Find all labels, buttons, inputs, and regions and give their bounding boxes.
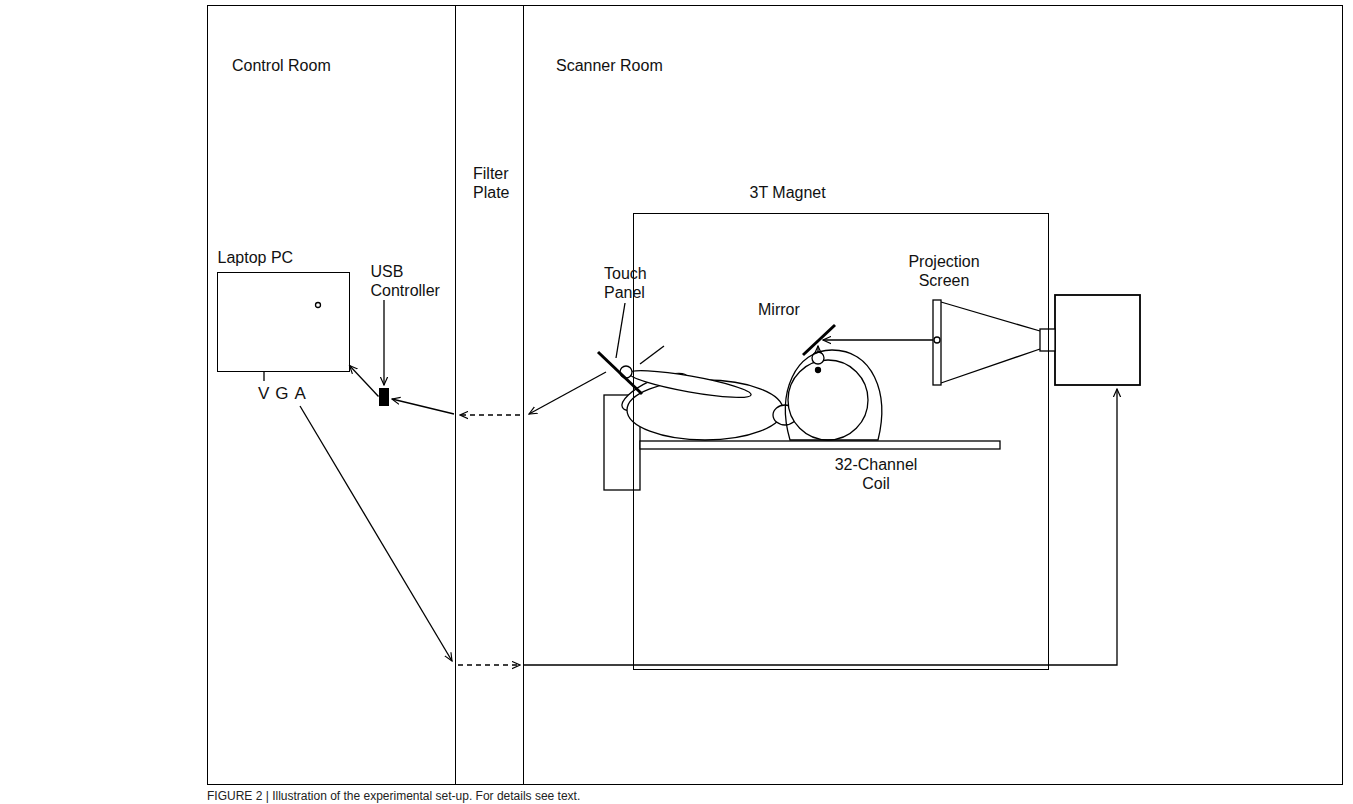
pointer-arrow xyxy=(383,300,384,385)
vga-arrow xyxy=(300,406,452,661)
node-label: Filter Plate xyxy=(473,164,519,202)
part-label: VGA xyxy=(258,384,312,403)
node-label: 3T Magnet xyxy=(750,183,826,202)
vga-dashed-arrow xyxy=(458,664,520,665)
touch-panel-stand xyxy=(640,346,664,364)
laptop-box: Laptop PC xyxy=(217,272,350,372)
signal-arrow xyxy=(392,399,454,414)
projection-cone xyxy=(941,302,1040,331)
signal-dashed-arrow xyxy=(460,414,520,415)
part-label: 32-Channel Coil xyxy=(830,455,922,493)
head xyxy=(788,360,868,440)
part-label: Touch Panel xyxy=(604,264,660,302)
room-region: Control RoomLaptop PC USB Controller xyxy=(207,5,456,785)
leader-line xyxy=(616,303,625,358)
signal-arrow xyxy=(529,372,606,414)
part-label: Projection Screen xyxy=(900,252,988,290)
laptop-indicator xyxy=(316,303,321,308)
eye xyxy=(816,368,821,373)
scanner-table xyxy=(640,441,1000,449)
usb-controller-box: USB Controller xyxy=(379,388,389,406)
projection-screen xyxy=(933,300,941,385)
node-label: Control Room xyxy=(232,56,331,75)
node-label: Laptop PC xyxy=(218,248,294,267)
projector xyxy=(1055,295,1140,385)
arm xyxy=(628,365,753,402)
figure-caption: FIGURE 2 | Illustration of the experimen… xyxy=(207,789,580,803)
node-label: USB Controller xyxy=(371,262,461,300)
head-coil xyxy=(786,350,882,440)
projection-cone xyxy=(941,349,1040,383)
light-path xyxy=(823,339,933,340)
connector-arrow xyxy=(350,366,379,397)
projector-lens xyxy=(1040,329,1055,351)
node-label: Scanner Room xyxy=(556,56,663,75)
magnet-box: 3T Magnet xyxy=(633,213,1049,670)
room-region: Scanner Room 3T Magnet xyxy=(523,5,1343,785)
screen-spot xyxy=(934,337,940,343)
vga-lead xyxy=(263,372,264,381)
touch-panel xyxy=(598,352,642,394)
part-label: Mirror xyxy=(758,300,800,319)
filter-plate-band: Filter Plate xyxy=(455,5,524,785)
